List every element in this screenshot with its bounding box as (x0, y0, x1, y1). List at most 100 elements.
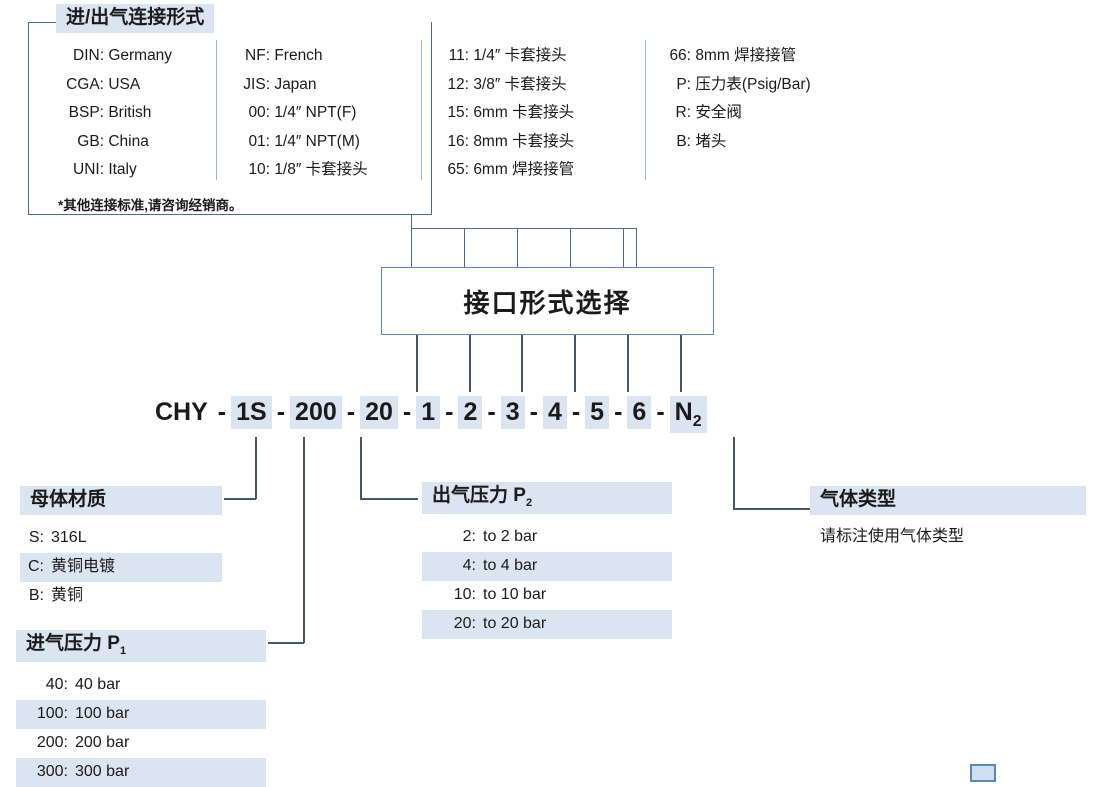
fan-bottom-line-6 (680, 335, 682, 392)
part-token-6[interactable]: 6 (627, 396, 652, 429)
fan-bottom-line-5 (627, 335, 629, 392)
interface-type-label: 接口形式选择 (463, 287, 632, 318)
part-token-4[interactable]: 4 (542, 396, 567, 429)
part-sep: - (276, 398, 286, 426)
fan-bottom-line-4 (574, 335, 576, 392)
inlet-pressure-rows: 40:40 bar 100:100 bar 200:200 bar 300:30… (16, 671, 266, 787)
leader-material-vert (255, 437, 257, 499)
corner-widget[interactable] (970, 764, 996, 782)
leader-gas-vert (733, 437, 735, 509)
part-token-3[interactable]: 3 (500, 396, 525, 429)
outlet-pressure-group: 出气压力 P2 2:to 2 bar 4:to 4 bar 10:to 10 b… (422, 482, 672, 639)
leader-inlet-horz (268, 642, 304, 644)
fan-top-line-3 (517, 228, 518, 267)
list-item: 200:200 bar (36, 733, 130, 751)
part-token-outlet-pressure[interactable]: 20 (360, 396, 398, 429)
fan-top-rail (411, 228, 636, 229)
part-token-gas[interactable]: N2 (669, 396, 707, 433)
list-item: 10: 1/8″ 卡套接头 (248, 161, 368, 178)
list-item: 66: 8mm 焊接接管 (669, 47, 797, 64)
fan-bottom-line-1 (416, 335, 418, 392)
part-sep: - (217, 398, 227, 426)
list-item: 11: 1/4″ 卡套接头 (448, 47, 567, 64)
part-token-2[interactable]: 2 (458, 396, 483, 429)
list-item: CGA: USA (66, 75, 141, 93)
conn-box-dropline (411, 215, 412, 228)
body-material-rows: S:316L C:黄铜电镀 B:黄铜 (20, 524, 222, 611)
fan-top-line-4 (570, 228, 571, 267)
list-item: S:316L (28, 528, 87, 546)
list-item: 15: 6mm 卡套接头 (447, 104, 575, 121)
part-sep: - (445, 398, 454, 426)
list-item: 300:300 bar (16, 757, 266, 787)
inlet-pressure-group: 进气压力 P1 40:40 bar 100:100 bar 200:200 ba… (16, 630, 266, 787)
part-sep: - (614, 398, 623, 426)
part-number: CHY-1S-200-20-1-2-3-4-5-6-N2 (150, 396, 707, 433)
list-item: 20:to 20 bar (422, 609, 672, 639)
part-token-prefix[interactable]: CHY (155, 398, 208, 426)
part-sep: - (346, 398, 356, 426)
gas-type-group: 气体类型 请标注使用气体类型 (810, 486, 1086, 552)
outlet-pressure-title: 出气压力 P2 (422, 482, 672, 514)
leader-inlet-vert (303, 437, 305, 643)
list-item: 01: 1/4″ NPT(M) (248, 132, 360, 150)
connection-column-3: 11: 1/4″ 卡套接头 12: 3/8″ 卡套接头 15: 6mm 卡套接头… (441, 42, 636, 185)
gas-type-title: 气体类型 (810, 486, 1086, 515)
list-item: B: 堵头 (676, 132, 727, 150)
part-sep: - (656, 398, 665, 426)
list-item: B:黄铜 (28, 586, 84, 604)
list-item: 10:to 10 bar (453, 585, 547, 603)
list-item: DIN: Germany (73, 47, 173, 64)
connection-column-2: NF: French JIS: Japan 00: 1/4″ NPT(F) 01… (236, 42, 411, 185)
list-item: 40:40 bar (45, 675, 121, 693)
fan-bottom-line-2 (469, 335, 471, 392)
column-divider-3 (645, 40, 646, 180)
list-item: GB: China (77, 132, 149, 150)
connection-type-box (28, 22, 432, 215)
part-sep: - (402, 398, 412, 426)
part-sep: - (571, 398, 581, 426)
inlet-pressure-title: 进气压力 P1 (16, 630, 266, 662)
connection-box-note: *其他连接标准,请咨询经销商。 (58, 198, 243, 213)
gas-type-rows: 请标注使用气体类型 (810, 523, 1086, 552)
connection-column-4: 66: 8mm 焊接接管 P: 压力表(Psig/Bar) R: 安全阀 B: … (663, 42, 873, 156)
column-divider-1 (216, 40, 217, 180)
leader-outlet-horz (360, 498, 418, 500)
list-item: 12: 3/8″ 卡套接头 (447, 75, 567, 93)
connection-type-title: 进/出气连接形式 (56, 4, 215, 33)
connection-box-leader-stub (28, 22, 56, 23)
list-item: 2:to 2 bar (462, 527, 538, 545)
connection-column-1: DIN: Germany CGA: USA BSP: British GB: C… (58, 42, 208, 185)
part-sep: - (529, 398, 538, 426)
fan-top-line-2 (464, 228, 465, 267)
list-item: 100:100 bar (16, 699, 266, 729)
list-item: C:黄铜电镀 (20, 552, 222, 582)
leader-gas-horz (733, 508, 811, 510)
body-material-group: 母体材质 S:316L C:黄铜电镀 B:黄铜 (20, 486, 222, 611)
list-item: 65: 6mm 焊接接管 (447, 161, 575, 178)
part-token-material[interactable]: 1S (231, 396, 272, 429)
interface-type-box: 接口形式选择 (381, 267, 714, 335)
leader-material-horz (224, 498, 256, 500)
gas-type-description: 请标注使用气体类型 (820, 527, 965, 545)
list-item: UNI: Italy (73, 161, 137, 178)
outlet-pressure-rows: 2:to 2 bar 4:to 4 bar 10:to 10 bar 20:to… (422, 523, 672, 639)
list-item: R: 安全阀 (675, 104, 742, 121)
list-item: 4:to 4 bar (422, 551, 672, 581)
list-item: BSP: British (68, 104, 152, 121)
part-token-5[interactable]: 5 (585, 396, 610, 429)
column-divider-2 (421, 40, 422, 180)
fan-top-line-1 (411, 228, 412, 267)
list-item: 16: 8mm 卡套接头 (447, 132, 575, 150)
list-item: 00: 1/4″ NPT(F) (248, 104, 357, 121)
part-sep: - (487, 398, 496, 426)
fan-top-line-5 (623, 228, 624, 267)
leader-outlet-vert (360, 437, 362, 499)
list-item: P: 压力表(Psig/Bar) (676, 75, 811, 93)
fan-bottom-line-3 (521, 335, 523, 392)
list-item: NF: French (245, 47, 323, 64)
part-token-inlet-pressure[interactable]: 200 (290, 396, 342, 429)
list-item: JIS: Japan (243, 75, 317, 93)
part-token-1[interactable]: 1 (416, 396, 441, 429)
fan-top-line-6 (636, 228, 637, 267)
